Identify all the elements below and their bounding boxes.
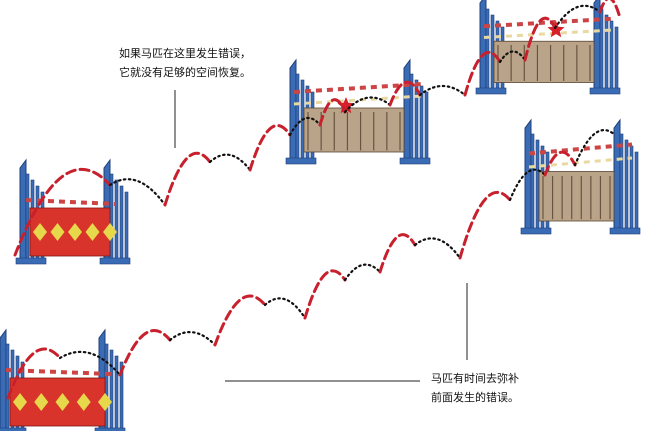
fence-wing-slat [109,349,114,431]
fence-diamond [34,393,49,411]
trajectory-stride [6,347,62,400]
error-star-icon [337,97,355,114]
fence-wing-slat [295,73,300,161]
trajectory-stride [463,50,502,97]
trajectory-dotted [508,168,547,202]
trajectory-stride [458,190,512,260]
trajectory-dotted [58,350,122,377]
trajectory-stride [598,0,622,20]
fence-wing [403,58,411,161]
trajectory-dotted [418,84,467,97]
fence-wing-slat [604,14,609,91]
trajectory-stride [378,233,417,274]
fence-foot [589,87,621,95]
fence-foot [609,227,641,235]
fence-rail [293,82,423,94]
trajectory-dotted [208,153,252,172]
fence-foot [475,87,507,95]
caption-top: 如果马匹在这里发生错误， 它就没有足够的空间恢复。 [119,44,251,82]
fence-diamond [50,223,65,241]
fence-wing-slat [624,139,629,231]
trajectory-dotted [288,116,322,137]
fence-wall [303,107,405,153]
fence-foot [285,157,317,165]
caption-bottom: 马匹有时间去弥补 前面发生的错误。 [431,369,519,407]
trajectory-stride [163,151,212,207]
fence-wall [538,171,615,222]
fence-wing [613,118,621,231]
fence-wing-slat [619,133,624,231]
fence-wing [289,58,297,161]
error-star-icon [547,21,565,38]
trajectory-stride [248,124,292,172]
trajectory-stride [523,16,557,62]
trajectory-dotted [553,4,602,30]
fence-wing-slat [424,91,429,161]
fence-wall [493,40,595,83]
trajectory-stride [303,269,347,320]
fence-wing-slat [114,355,119,431]
fence-wing [0,328,7,431]
fence-diamond [85,223,100,241]
trajectory-dotted [108,178,167,207]
trajectory-dotted [343,96,392,114]
fence-foot [0,427,27,431]
trajectory-stride [118,329,172,377]
caption-top-line-2: 它就没有足够的空间恢复。 [119,66,251,79]
fence-diamond [98,393,112,411]
fence-wing-slat [124,191,129,261]
fence-wing-slat [599,8,604,91]
fence-wing [19,158,27,261]
trajectory-stride [388,80,422,107]
fence-diamond [33,223,47,241]
fence-foot [520,227,552,235]
fence-wing [593,0,601,91]
fence-diamond [55,393,70,411]
fence-wing-slat [490,14,495,91]
trajectory-stride [213,294,267,347]
trajectory-dotted [573,129,617,167]
fence-foot [94,427,126,431]
fence-diamond [103,223,117,241]
fence-wing-slat [535,139,540,231]
trajectory-dotted [498,50,527,64]
fence-foot [399,157,431,165]
fence-wing-slat [530,133,535,231]
trajectory-stride [13,167,112,257]
fence-wing-slat [104,343,109,431]
fence-wing-slat [109,173,114,261]
fence-wing-slat [119,185,124,261]
caption-bottom-line-2: 前面发生的错误。 [431,391,519,404]
fence-wing-slat [5,343,10,431]
trajectory-stride [318,98,347,127]
caption-bottom-line-1: 马匹有时间去弥补 [431,372,519,385]
fence-wing-slat [114,179,119,261]
fence-diamond [13,393,27,411]
fence-diamond [68,223,82,241]
fence-foot [15,257,47,265]
trajectory-dotted [263,297,307,320]
fence-wing [479,0,487,91]
fence-foot [99,257,131,265]
fence-wing-slat [485,8,490,91]
fence-wing-slat [409,73,414,161]
caption-top-line-1: 如果马匹在这里发生错误， [119,47,251,60]
fence-wing-slat [634,151,639,231]
trajectory-dotted [413,237,462,260]
trajectory-dotted [168,331,217,347]
fence-diamond [76,393,91,411]
fence-wing-slat [25,173,30,261]
fence-wing-slat [614,26,619,91]
trajectory-dotted [343,263,382,282]
trajectory-stride [543,150,577,177]
